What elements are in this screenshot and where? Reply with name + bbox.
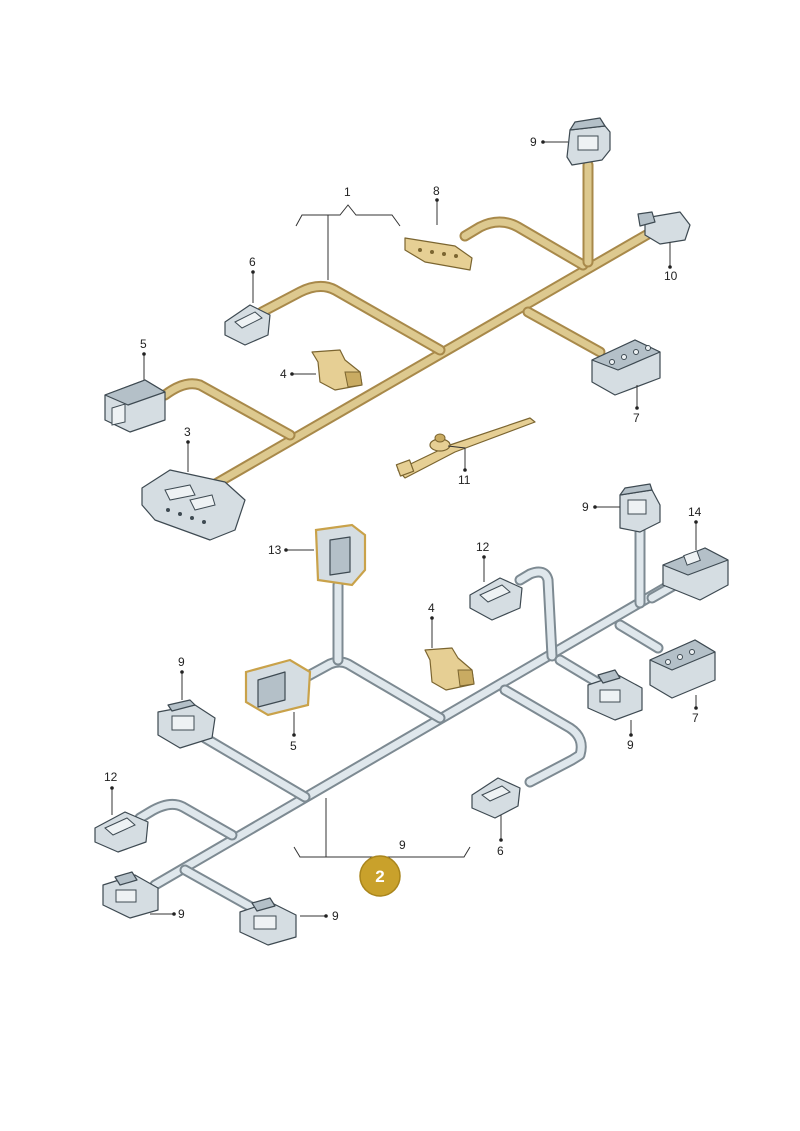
upper-harness-wires bbox=[159, 159, 661, 496]
callout-12-bottom: 12 bbox=[104, 770, 118, 784]
part-4-bottom bbox=[424, 647, 475, 691]
lower-harness bbox=[94, 483, 729, 946]
connector-12-bottom bbox=[94, 811, 149, 853]
callout-4-top: 4 bbox=[280, 367, 287, 381]
callout-9-top: 9 bbox=[530, 135, 537, 149]
group-badge-circle bbox=[359, 855, 401, 897]
callout-14: 14 bbox=[688, 505, 702, 519]
callout-9-lower-mid: 9 bbox=[332, 909, 339, 923]
group-badge: 2 bbox=[359, 855, 401, 897]
connector-5-top bbox=[104, 379, 166, 433]
connector-5-bottom bbox=[244, 658, 312, 717]
part-11 bbox=[395, 417, 536, 479]
callout-7-bottom: 7 bbox=[692, 711, 699, 725]
connector-9-bottom-left bbox=[157, 699, 216, 749]
connector-6-bottom bbox=[471, 777, 521, 819]
callout-1: 1 bbox=[344, 185, 351, 199]
callout-5-top: 5 bbox=[140, 337, 147, 351]
connector-8 bbox=[404, 237, 473, 271]
callout-13: 13 bbox=[268, 543, 282, 557]
callout-12-top: 12 bbox=[476, 540, 490, 554]
upper-harness bbox=[104, 117, 691, 541]
callout-9-bottom-left: 9 bbox=[178, 655, 185, 669]
connector-10 bbox=[637, 211, 691, 245]
callout-8: 8 bbox=[433, 184, 440, 198]
callout-9-bottom-right: 9 bbox=[627, 738, 634, 752]
connector-14 bbox=[662, 547, 729, 601]
connector-7-top bbox=[591, 339, 661, 396]
connector-13 bbox=[314, 523, 367, 587]
callout-6-bottom: 6 bbox=[497, 844, 504, 858]
connector-6-top bbox=[224, 304, 271, 346]
callout-5-bottom: 5 bbox=[290, 739, 297, 753]
callouts: 1 8 9 10 6 5 4 3 7 11 13 12 bbox=[104, 135, 702, 923]
connector-9-top bbox=[566, 117, 611, 166]
callout-7-top: 7 bbox=[633, 411, 640, 425]
callout-4-bottom: 4 bbox=[428, 601, 435, 615]
callout-6-top: 6 bbox=[249, 255, 256, 269]
callout-3: 3 bbox=[184, 425, 191, 439]
connector-7-bottom bbox=[649, 639, 716, 699]
connector-12-top bbox=[469, 577, 523, 621]
connector-9-bottom-top bbox=[619, 483, 661, 533]
connector-9-lower-left bbox=[102, 871, 159, 919]
connector-3 bbox=[141, 469, 246, 541]
group-badge-number: 2 bbox=[375, 867, 384, 886]
part-4-top bbox=[311, 349, 363, 391]
callout-9-bracket: 9 bbox=[399, 838, 406, 852]
connector-9-lower-mid bbox=[239, 897, 297, 946]
lower-harness-wires bbox=[134, 524, 686, 918]
callout-9-bottom-top: 9 bbox=[582, 500, 589, 514]
callout-10: 10 bbox=[664, 269, 678, 283]
callout-11: 11 bbox=[458, 473, 471, 487]
connector-9-bottom-right bbox=[587, 669, 643, 721]
callout-9-lower-left: 9 bbox=[178, 907, 185, 921]
